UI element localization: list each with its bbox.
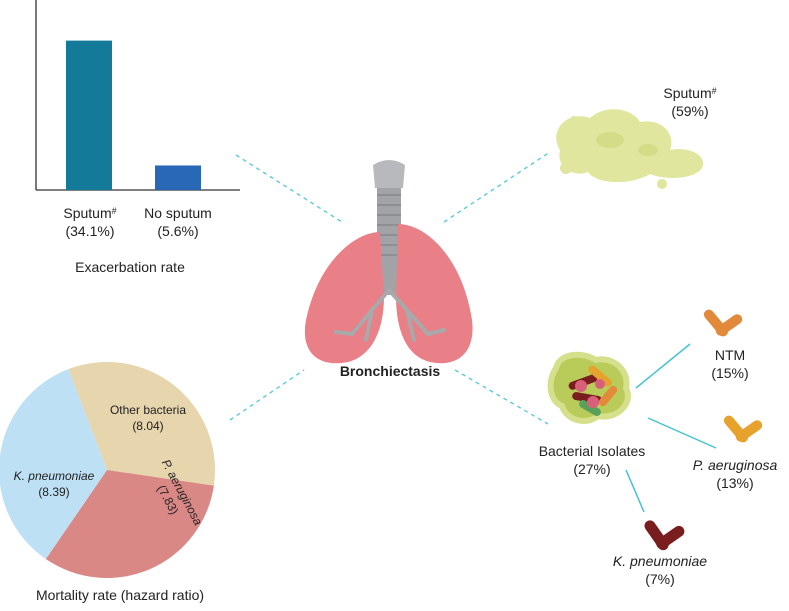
bacterial-cluster-illustration — [547, 351, 631, 424]
ntm-name: NTM — [714, 347, 746, 363]
ntm-label: NTM (15%) — [700, 346, 760, 382]
bar-sputum — [66, 40, 112, 190]
kp-name: K. pneumoniae — [612, 553, 708, 569]
ntm-bacteria-icon — [703, 309, 743, 337]
pie-chart-title: Mortality rate (hazard ratio) — [35, 587, 205, 603]
left-lung — [304, 232, 384, 364]
pie-value-kp: (8.39) — [38, 485, 70, 499]
kp-bacteria-icon — [644, 520, 685, 551]
bar-no-sputum — [155, 165, 201, 190]
dash-bar-to-lungs — [235, 154, 343, 223]
trachea-rings — [377, 184, 401, 256]
pie-slice-kp — [0, 369, 107, 560]
bar-value-no-sputum: (5.6%) — [157, 223, 199, 239]
bar-value-sputum: (34.1%) — [65, 223, 115, 239]
center-label: Bronchiectasis — [339, 363, 441, 379]
pa-label: P. aeruginosa (13%) — [685, 456, 785, 492]
bar-label-sputum-name: Sputum — [63, 205, 112, 221]
line-isolates-to-kp — [625, 469, 645, 513]
kp-pct: (7%) — [645, 571, 675, 587]
pa-pct: (13%) — [716, 475, 754, 491]
bar-label-no-sputum-name: No sputum — [144, 205, 212, 221]
isolate-connectors — [625, 343, 717, 513]
dash-lungs-to-isolates — [454, 369, 549, 425]
isolates-main-pct: (27%) — [573, 461, 611, 477]
bar-label-sputum: Sputum# (34.1%) — [45, 204, 135, 240]
sputum-label-sup: # — [711, 86, 717, 96]
exacerbation-bar-chart — [35, 0, 240, 191]
pa-bacteria-icon — [723, 415, 763, 443]
isolates-main-name: Bacterial Isolates — [538, 443, 646, 459]
bar-label-no-sputum: No sputum (5.6%) — [133, 204, 223, 240]
bar-chart-title: Exacerbation rate — [75, 259, 185, 275]
larynx — [373, 160, 405, 188]
pie-label-other-name: Other bacteria — [109, 403, 187, 417]
isolates-main-label: Bacterial Isolates (27%) — [522, 442, 662, 478]
pie-label-other: Other bacteria (8.04) — [98, 402, 198, 434]
line-isolates-to-pa — [647, 417, 717, 449]
ntm-pct: (15%) — [711, 365, 749, 381]
pie-label-kp-name: K. pneumoniae — [13, 469, 95, 483]
sputum-label-pct: (59%) — [671, 103, 709, 119]
mortality-pie-chart — [0, 362, 215, 579]
dashed-connectors — [229, 151, 551, 425]
sputum-label-name: Sputum — [663, 85, 712, 101]
sputum-label: Sputum# (59%) — [640, 84, 740, 120]
kp-label: K. pneumoniae (7%) — [600, 552, 720, 588]
lungs-illustration — [304, 160, 473, 364]
pie-value-other: (8.04) — [132, 419, 164, 433]
pie-label-kp: K. pneumoniae (8.39) — [4, 468, 104, 500]
pa-name: P. aeruginosa — [692, 457, 778, 473]
dash-lungs-to-sputum — [443, 151, 551, 223]
bronchi — [334, 288, 446, 342]
pie-slice-pa — [45, 470, 214, 579]
bar-label-sputum-sup: # — [111, 206, 117, 216]
sputum-illustration — [556, 109, 704, 189]
pie-slice-other — [68, 362, 215, 486]
line-isolates-to-ntm — [635, 343, 691, 389]
dash-pie-to-lungs — [229, 369, 305, 421]
right-lung — [396, 224, 473, 364]
